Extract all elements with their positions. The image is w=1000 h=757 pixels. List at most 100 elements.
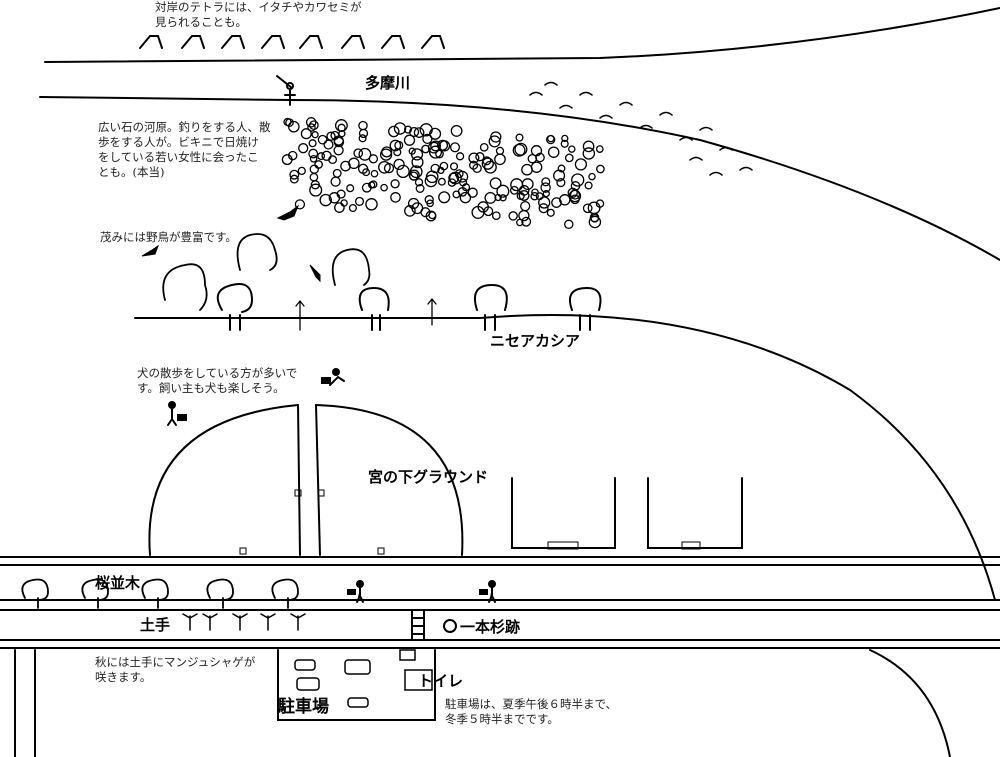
stone [588, 215, 602, 229]
stone [584, 181, 593, 190]
stone [334, 202, 345, 213]
stone [317, 134, 328, 145]
label-parking: 駐車場 [278, 697, 329, 717]
stone [409, 165, 423, 179]
stone [297, 166, 306, 176]
stone [309, 183, 323, 197]
stone [582, 203, 593, 214]
toilet-building [399, 649, 433, 691]
stone [317, 152, 326, 161]
note-line: をしている若い女性に会ったこ [98, 150, 259, 164]
stone [590, 213, 600, 223]
note-line: 広い石の河原。釣りをする人、散 [98, 120, 271, 134]
note-line: 犬の散歩をしている方が多いで [137, 366, 298, 380]
riverbed-stones [281, 117, 605, 230]
stone [408, 147, 416, 155]
stone [588, 172, 596, 181]
stone [455, 152, 465, 161]
stone [454, 169, 464, 179]
note-line: す。飼い主も犬も楽しそう。 [137, 381, 285, 395]
stone [538, 203, 549, 214]
stone [396, 164, 410, 179]
stone [323, 139, 334, 150]
stone [381, 146, 393, 158]
bottom-right-road [869, 649, 951, 757]
stone [358, 128, 369, 139]
left-path [14, 649, 36, 757]
stone [403, 125, 413, 134]
stone [428, 211, 437, 220]
stone [411, 156, 424, 169]
ground-arch [148, 404, 464, 556]
stone [491, 211, 501, 221]
dog-walker-icons [167, 368, 345, 426]
stone [479, 142, 489, 152]
note-line: 茂みには野鳥が豊富です。 [100, 230, 237, 244]
stone [326, 131, 336, 141]
stone [516, 218, 524, 227]
stone [449, 162, 459, 171]
note-parking-hours: 駐車場は、夏季午後６時半まで、 冬季５時半までです。 [445, 697, 617, 727]
stone [305, 117, 317, 128]
stone [336, 189, 346, 199]
stone [561, 134, 569, 143]
note-line: 対岸のテトラには、イタチやカワセミが [155, 0, 362, 14]
stone [595, 145, 604, 153]
stone [483, 160, 497, 174]
stone [346, 184, 355, 193]
stone [471, 205, 485, 219]
stone [546, 208, 555, 217]
stone [515, 133, 524, 142]
stone [438, 191, 451, 204]
near-bank-line [39, 96, 1000, 261]
stone [530, 145, 543, 157]
stone [475, 152, 485, 162]
stone [450, 124, 463, 137]
stone [489, 177, 502, 190]
stone [596, 164, 605, 174]
stone [358, 134, 367, 143]
note-line: 見られることも。 [155, 15, 247, 29]
stone [452, 190, 461, 199]
stone [436, 139, 449, 151]
stone [365, 198, 378, 211]
note-birds: 茂みには野鳥が豊富です。 [100, 230, 237, 245]
stone [289, 169, 300, 180]
stone [403, 134, 416, 146]
stone [311, 131, 319, 139]
stone [560, 139, 569, 148]
label-toilet: トイレ [418, 672, 464, 690]
label-ground: 宮の下グラウンド [368, 468, 489, 486]
note-dogs: 犬の散歩をしている方が多いで す。飼い主も犬も楽しそう。 [137, 366, 297, 396]
stone [499, 194, 507, 202]
stone [546, 134, 556, 145]
stone [521, 163, 533, 176]
stone [370, 169, 379, 178]
stone [308, 148, 319, 159]
stone [535, 192, 544, 201]
stone [428, 145, 443, 159]
stone [595, 199, 605, 208]
stone [494, 153, 506, 166]
stone [530, 191, 539, 201]
stone [512, 143, 526, 157]
stone [411, 202, 424, 215]
ground-divider [297, 404, 321, 556]
stone [556, 178, 566, 188]
note-line: 駐車場は、夏季午後６時半まで、 [445, 697, 618, 711]
stone [424, 195, 434, 205]
stairs [411, 609, 425, 641]
cedar-site-marker [443, 619, 457, 633]
stone [557, 164, 566, 173]
stone [388, 125, 400, 138]
stone [582, 140, 595, 153]
stone [379, 148, 393, 161]
stone [390, 192, 401, 203]
stone [564, 219, 574, 230]
stone [414, 178, 424, 187]
walker-icons [347, 580, 496, 603]
stone [472, 163, 482, 174]
stone [348, 157, 360, 170]
note-line: とも。(本当) [98, 165, 165, 179]
note-line: 秋には土手にマンジュシャゲが [95, 655, 256, 669]
